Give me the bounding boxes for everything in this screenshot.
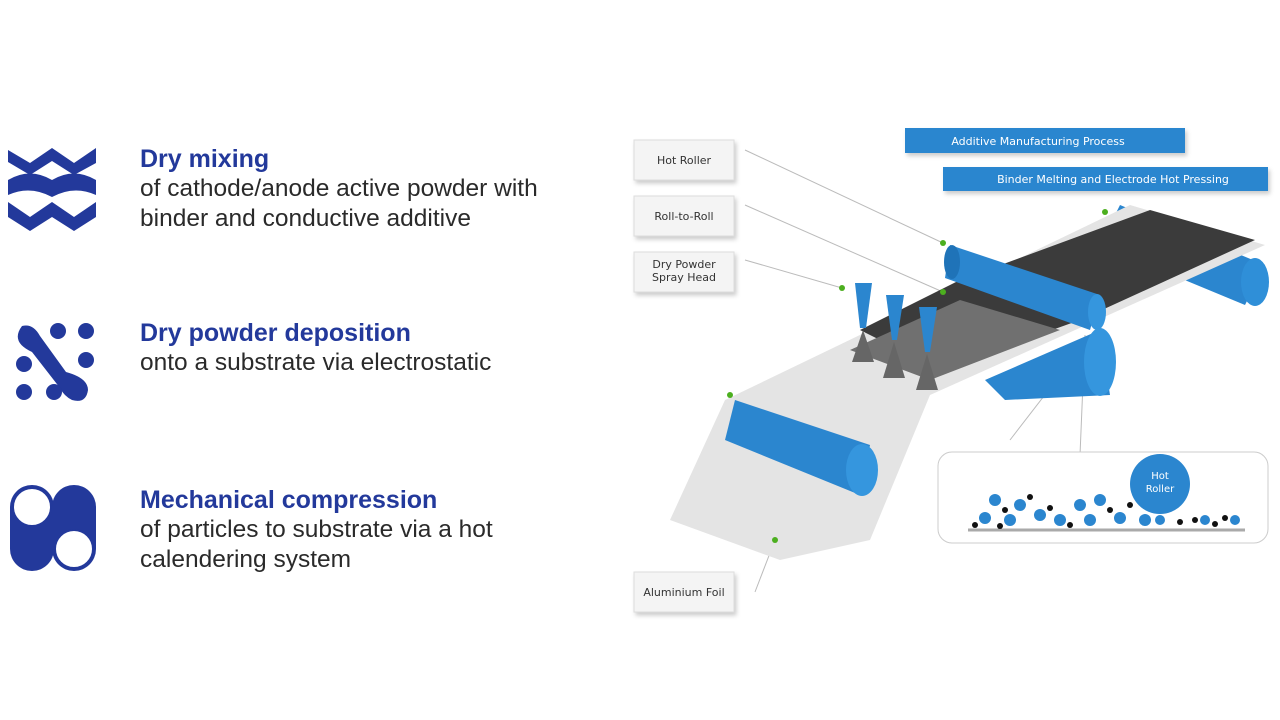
step-title: Dry mixing [140, 145, 270, 173]
inset-hot-label: Hot [1151, 471, 1169, 482]
step-mechanical-compression: Mechanical compression of particles to s… [140, 485, 493, 575]
waves-icon [8, 148, 96, 231]
molecule-icon [16, 323, 94, 401]
lower-roller [985, 328, 1116, 400]
step-title: Mechanical compression [140, 486, 438, 514]
hot-roller [944, 245, 1106, 330]
front-roller [725, 400, 878, 496]
step-desc-line: onto a substrate via electrostatic [140, 349, 492, 376]
step-dry-mixing: Dry mixing of cathode/anode active powde… [140, 144, 538, 234]
label-hot-roller: Hot Roller [657, 154, 712, 167]
banner-binder-melting: Binder Melting and Electrode Hot Pressin… [997, 173, 1229, 186]
label-aluminium-foil: Aluminium Foil [643, 586, 724, 599]
inset-magnifier: Hot Roller [937, 451, 1269, 544]
step-desc-line: of particles to substrate via a hot [140, 516, 493, 543]
label-spray-head: Spray Head [652, 271, 716, 284]
step-desc-line: calendering system [140, 546, 352, 573]
spray-heads [852, 283, 938, 390]
compression-icon [10, 485, 96, 571]
banner-additive-manufacturing: Additive Manufacturing Process [951, 135, 1125, 148]
step-title: Dry powder deposition [140, 319, 411, 347]
step-desc-line: of cathode/anode active powder with [140, 175, 538, 202]
step-desc-line: binder and conductive additive [140, 205, 471, 232]
label-roll-to-roll: Roll-to-Roll [654, 210, 713, 223]
step-dry-powder-deposition: Dry powder deposition onto a substrate v… [140, 318, 491, 378]
label-spray-head: Dry Powder [652, 258, 716, 271]
inset-roller-label: Roller [1146, 484, 1175, 495]
